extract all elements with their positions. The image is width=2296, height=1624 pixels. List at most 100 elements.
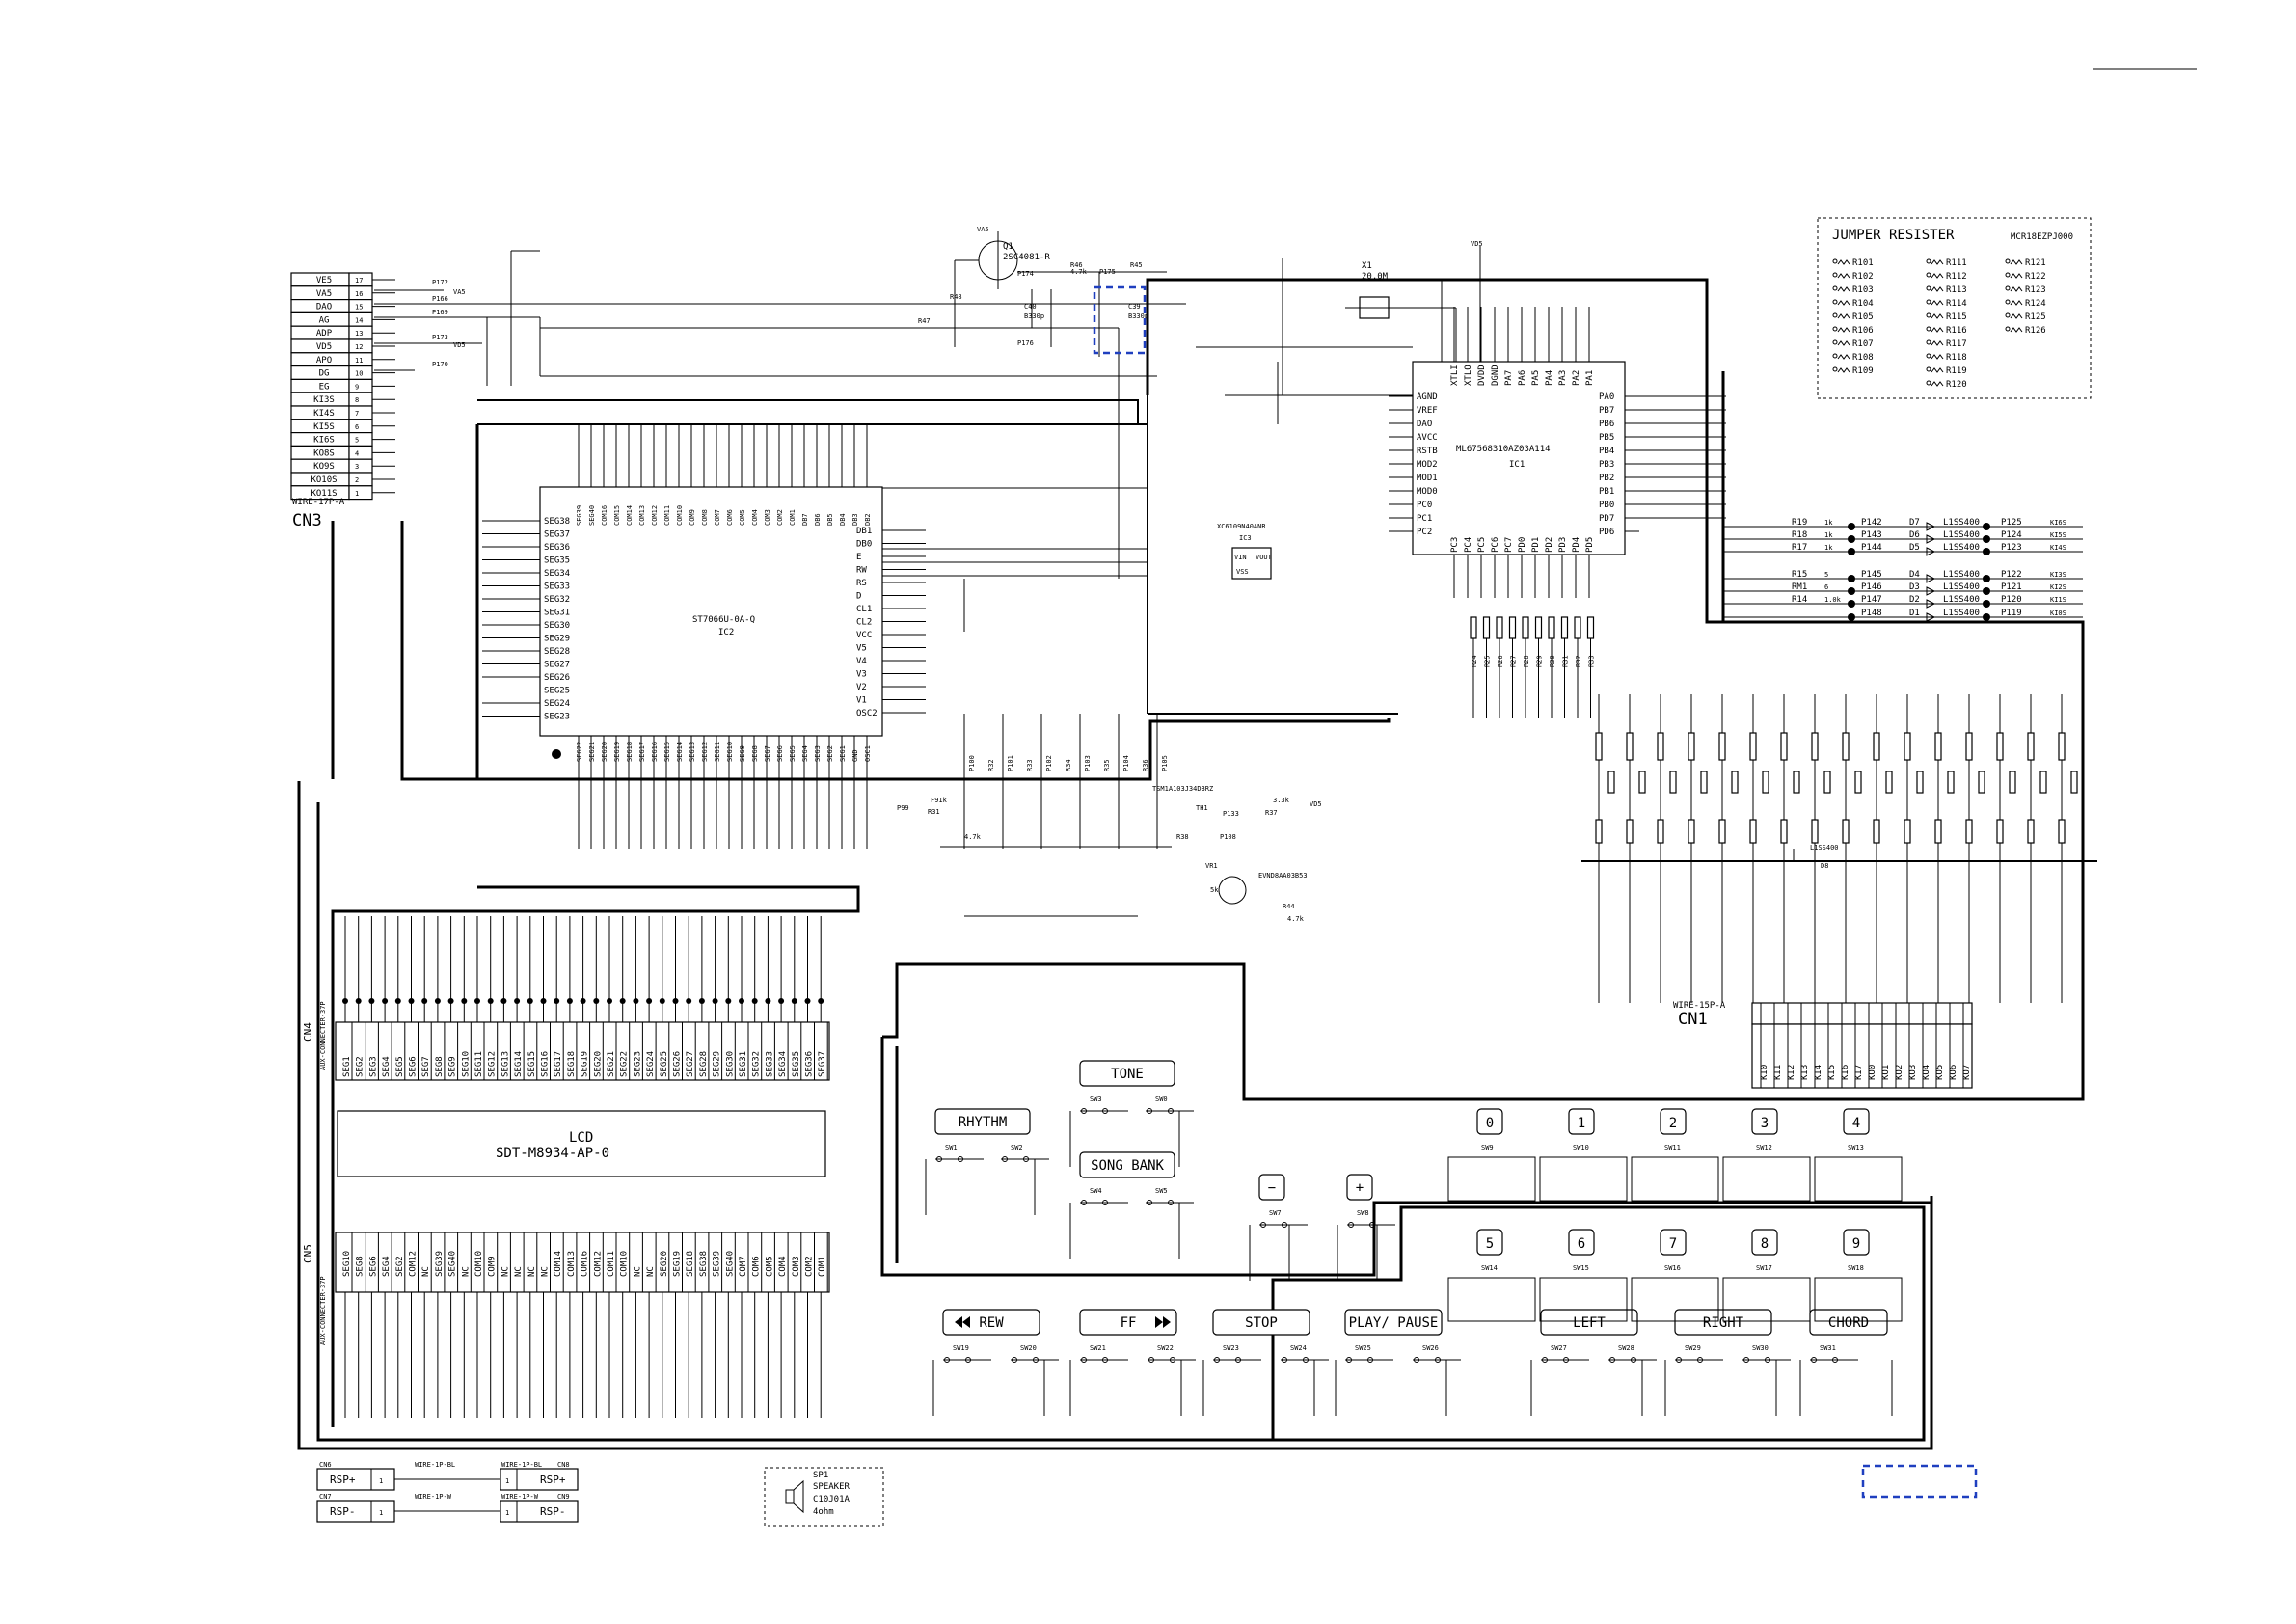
jumper-pad xyxy=(1926,258,1931,264)
cn1-pin-label: KO4 xyxy=(1922,1065,1931,1080)
button-6-cap[interactable] xyxy=(1079,1309,1177,1336)
cn1-pin-label: KO7 xyxy=(1962,1065,1972,1080)
ic1-pull-resistor xyxy=(1496,616,1503,639)
ladder-resistor xyxy=(1934,732,1942,761)
cn1-pin-label: KO6 xyxy=(1949,1065,1958,1080)
numkey-cap[interactable] xyxy=(1476,1229,1503,1256)
button-1-cap[interactable] xyxy=(1079,1060,1175,1087)
switch-pad xyxy=(1081,1200,1087,1205)
numkey-cap[interactable] xyxy=(1476,1108,1503,1135)
button-9-cap[interactable] xyxy=(1540,1309,1638,1336)
switch-ref: SW4 xyxy=(1090,1187,1102,1195)
numkey-contact-frame xyxy=(1539,1277,1628,1322)
numkey-cap[interactable] xyxy=(1660,1229,1687,1256)
button-label: LEFT xyxy=(1573,1315,1606,1331)
ic2-bottom-pin: SEG3 xyxy=(814,745,822,762)
ic1-left-pin: MOD2 xyxy=(1417,460,1438,470)
ic1-pull-label: R24 xyxy=(1471,655,1478,667)
jumper-pad xyxy=(1832,326,1838,332)
cn1-pin-label: KI1 xyxy=(1773,1065,1783,1080)
numkey-cap[interactable] xyxy=(1843,1229,1870,1256)
ic2-right-pin: E xyxy=(856,553,861,562)
bias-label: P100 xyxy=(968,755,976,771)
contrast-label: R44 xyxy=(1283,903,1295,910)
cn4-node xyxy=(447,998,454,1004)
cn1-pin-label: KI5 xyxy=(1827,1065,1837,1080)
button-7-cap[interactable] xyxy=(1212,1309,1310,1336)
contrast-label: 3.3k xyxy=(1273,797,1290,804)
jumper-ref: R123 xyxy=(2025,285,2046,295)
cn5-pin-label: SEG39 xyxy=(713,1251,722,1277)
jumper-pad xyxy=(1926,380,1931,386)
cn6-net: RSP+ xyxy=(330,1474,356,1486)
key-scan-ladder xyxy=(1595,694,2078,1003)
cn4-node xyxy=(778,998,785,1004)
cn4-pin-label: SEG18 xyxy=(567,1051,577,1077)
ladder-resistor xyxy=(1688,732,1695,761)
lcd-module xyxy=(337,1110,826,1177)
button-5-cap[interactable] xyxy=(942,1309,1040,1336)
ladder-series-resistor xyxy=(1595,819,1603,844)
button-4-cap[interactable] xyxy=(1346,1174,1373,1201)
jumper-pad xyxy=(1832,272,1838,278)
ic2-bottom-pin: SEG11 xyxy=(714,742,721,762)
cn9-box xyxy=(500,1500,579,1523)
numkey-cap[interactable] xyxy=(1843,1108,1870,1135)
cn4-node xyxy=(646,998,653,1004)
numkey-cap[interactable] xyxy=(1751,1229,1778,1256)
contrast-label: R37 xyxy=(1265,809,1278,817)
diode-part: L1SS400 xyxy=(1943,518,1980,528)
ic1-right-pin: PA0 xyxy=(1599,392,1614,402)
cn3-pin-number: 5 xyxy=(355,437,359,445)
ic2-bottom-pin: SEG8 xyxy=(751,745,759,762)
bus-left-top xyxy=(400,521,477,781)
cn7-net: RSP- xyxy=(330,1505,356,1518)
diode-tp: P142 xyxy=(1861,518,1882,528)
numkey-switch: SW15 xyxy=(1573,1264,1589,1272)
numkey-cap[interactable] xyxy=(1751,1108,1778,1135)
diode-node xyxy=(1983,587,1990,595)
cn3-pinno-cell xyxy=(348,485,373,501)
cn3-tp5: P170 xyxy=(432,361,448,368)
button-8-cap[interactable] xyxy=(1344,1309,1443,1336)
cn4-pin-label: SEG4 xyxy=(382,1056,392,1077)
cn3-pin-label: APO xyxy=(316,356,332,365)
button-0-cap[interactable] xyxy=(934,1108,1031,1135)
ic1-pull-resistor xyxy=(1586,616,1595,639)
ic2-top-pin: COM10 xyxy=(676,505,684,526)
bus-right-top xyxy=(1146,278,1709,395)
cn3-pin-number: 3 xyxy=(355,463,359,471)
switch-ref: SW1 xyxy=(945,1144,958,1151)
jumper-resistor-icon xyxy=(1837,259,1850,265)
cn5-name: CN5 xyxy=(302,1244,314,1263)
cn3-tp2: P166 xyxy=(432,295,448,303)
ic2-bottom-pin: SEG5 xyxy=(789,745,797,762)
button-2-cap[interactable] xyxy=(1079,1151,1175,1178)
cn3-pin-label: ADP xyxy=(316,329,333,338)
ic3-body xyxy=(1231,547,1272,580)
button-3-cap[interactable] xyxy=(1258,1174,1285,1201)
cn5-pin-label: COM10 xyxy=(620,1251,630,1277)
numkey-cap[interactable] xyxy=(1568,1108,1595,1135)
ic2-left-pin: SEG36 xyxy=(544,543,570,553)
jumper-resistor-icon xyxy=(1931,259,1944,265)
ic1-bottom-pin: PC7 xyxy=(1504,537,1514,553)
jumper-pad xyxy=(1926,299,1931,305)
diode-ki: KI2S xyxy=(2050,583,2066,591)
numkey-cap[interactable] xyxy=(1568,1229,1595,1256)
cn5-pin-label: COM5 xyxy=(765,1256,774,1277)
cn4-pin-label: SEG34 xyxy=(778,1051,788,1077)
diode-node xyxy=(1848,548,1855,555)
ic2-right-pin: CL2 xyxy=(856,618,872,628)
cn1-pin-label: KO2 xyxy=(1895,1065,1904,1080)
cn4-node xyxy=(739,998,744,1004)
button-11-cap[interactable] xyxy=(1809,1309,1888,1336)
jumper-pad xyxy=(1926,272,1931,278)
ladder-resistor xyxy=(1811,732,1819,761)
diode-node xyxy=(1848,613,1855,621)
numkey-cap[interactable] xyxy=(1660,1108,1687,1135)
